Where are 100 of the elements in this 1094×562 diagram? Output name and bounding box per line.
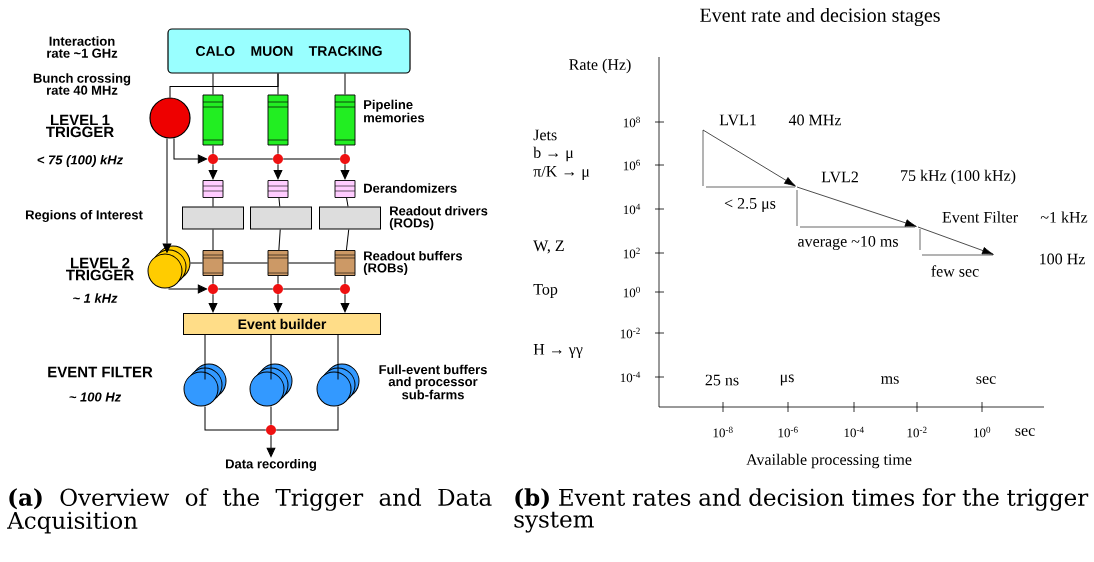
connector-line: [204, 334, 206, 380]
connector-line: [278, 197, 281, 207]
derandomizer-box: [267, 180, 289, 198]
readout-buffer-box: [267, 250, 289, 276]
time-scale-label: 25 ns: [705, 374, 739, 386]
tick-label: 10$^{-6}$: [778, 426, 798, 438]
trigger-level-heading: LEVEL 1 TRIGGER: [46, 114, 114, 138]
tick-label: 10$^{-4}$: [620, 371, 641, 383]
tick-label: 10$^{2}$: [623, 247, 640, 259]
physics-process-label: W, Z: [533, 240, 564, 254]
tick-label: 10$^{-2}$: [907, 426, 927, 438]
connector-line: [204, 406, 267, 431]
time-label: few sec: [931, 265, 979, 277]
connector-line: [278, 229, 281, 251]
readout-buffer-box: [334, 250, 356, 276]
stage-label: 100 Hz: [1040, 253, 1085, 265]
arrow: [266, 434, 276, 457]
pipeline-memory-bar: [267, 94, 289, 146]
connector-line: [222, 262, 269, 264]
trigger-level-heading: LEVEL 2 TRIGGER: [66, 257, 134, 281]
tick-label: 10$^{-4}$: [844, 426, 864, 438]
connector-line: [344, 73, 346, 96]
connector-line: [282, 288, 341, 290]
stage-label: ~1 kHz: [1040, 211, 1088, 223]
axis-title: Available processing time: [746, 453, 912, 469]
physics-process-label: H → γγ: [533, 344, 583, 358]
connector-line: [277, 73, 279, 96]
connector-line: [277, 275, 279, 285]
readout-driver-box: [250, 206, 312, 230]
tick-label: 10$^{4}$: [623, 203, 641, 215]
arrow: [173, 138, 208, 164]
stage-label: 40 MHz: [788, 114, 841, 126]
physics-process-label: b → μ: [533, 146, 574, 162]
arrow: [168, 284, 208, 294]
processor-stack-drawing: [147, 245, 191, 289]
time-label: average ~10 ms: [798, 235, 898, 251]
connector-line: [212, 229, 214, 251]
detector-box: CALO MUON TRACKING: [167, 28, 411, 74]
tick-label: 10$^{6}$: [623, 159, 641, 171]
rate-note: ~ 100 Hz: [69, 392, 122, 402]
tick-label: 10$^{-8}$: [713, 426, 733, 438]
component-label: Pipeline memories: [364, 99, 425, 123]
event-builder-box: Event builder: [183, 313, 381, 335]
connector-line: [212, 197, 214, 207]
arrow: [208, 293, 218, 313]
physics-process-label: π/K → μ: [533, 166, 590, 180]
connector-line: [270, 406, 272, 426]
connector-line: [190, 262, 204, 264]
tick-label: 10$^{0}$: [623, 286, 640, 298]
connector-line: [212, 275, 214, 285]
connector-line: [270, 334, 272, 380]
pipeline-memory-bar: [334, 94, 356, 146]
connector-line: [277, 144, 279, 155]
connector-line: [337, 334, 339, 380]
processor-farm-drawing: [249, 363, 293, 407]
connector-line: [345, 229, 350, 251]
connector-line: [287, 262, 336, 264]
tick-label: 10$^{8}$: [623, 116, 640, 128]
rate-note: Interaction rate ~1 GHz: [47, 36, 118, 58]
time-scale-label: μs: [780, 374, 794, 386]
caption: (a) Overview of the Trigger and Data Acquisition: [7, 488, 492, 534]
tick-label: 10$^{-2}$: [620, 327, 640, 339]
connector-line: [282, 158, 341, 160]
rate-note: ~ 1 kHz: [73, 293, 118, 303]
component-label: Derandomizers: [364, 183, 457, 193]
stage-label: LVL1: [719, 114, 756, 126]
rate-note: Bunch crossing rate 40 MHz: [33, 73, 131, 95]
connector-line: [346, 197, 349, 207]
connector-line: [275, 406, 339, 431]
time-scale-label: sec: [976, 376, 996, 384]
axis-title: Rate (Hz): [569, 58, 631, 74]
readout-driver-box: [319, 206, 381, 230]
arrow: [162, 138, 172, 253]
readout-buffer-box: [202, 250, 224, 276]
rate-note: < 75 (100) kHz: [37, 154, 124, 168]
connector-line: [217, 288, 274, 290]
stage-label: 75 kHz (100 kHz): [901, 169, 1016, 185]
trigger-circle: [149, 97, 191, 139]
readout-driver-box: [182, 206, 244, 230]
axis-unit: sec: [1015, 428, 1035, 436]
stage-label: Event Filter: [942, 211, 1018, 223]
arrow: [340, 163, 350, 180]
component-label: Readout buffers (ROBs): [363, 250, 463, 276]
tick-label: 10$^{0}$: [974, 426, 991, 438]
derandomizer-box: [334, 180, 356, 198]
caption: (b) Event rates and decision times for the trigger system: [514, 488, 1089, 533]
arrow: [340, 293, 350, 313]
arrow: [208, 163, 218, 180]
output-label: Data recording: [226, 458, 316, 472]
processor-farm-drawing: [183, 363, 227, 407]
component-label: Full-event buffers and processor sub-farms: [379, 364, 487, 400]
trigger-level-heading: EVENT FILTER: [48, 366, 153, 378]
processor-farm-drawing: [316, 363, 360, 407]
chart-title: Event rate and decision stages: [700, 7, 940, 27]
derandomizer-box: [202, 180, 224, 198]
time-label: < 2.5 μs: [724, 198, 776, 212]
component-label: Readout drivers (RODs): [389, 205, 488, 231]
annotation: Regions of Interest: [26, 209, 143, 223]
connector-line: [212, 73, 214, 96]
connector-line: [217, 158, 274, 160]
